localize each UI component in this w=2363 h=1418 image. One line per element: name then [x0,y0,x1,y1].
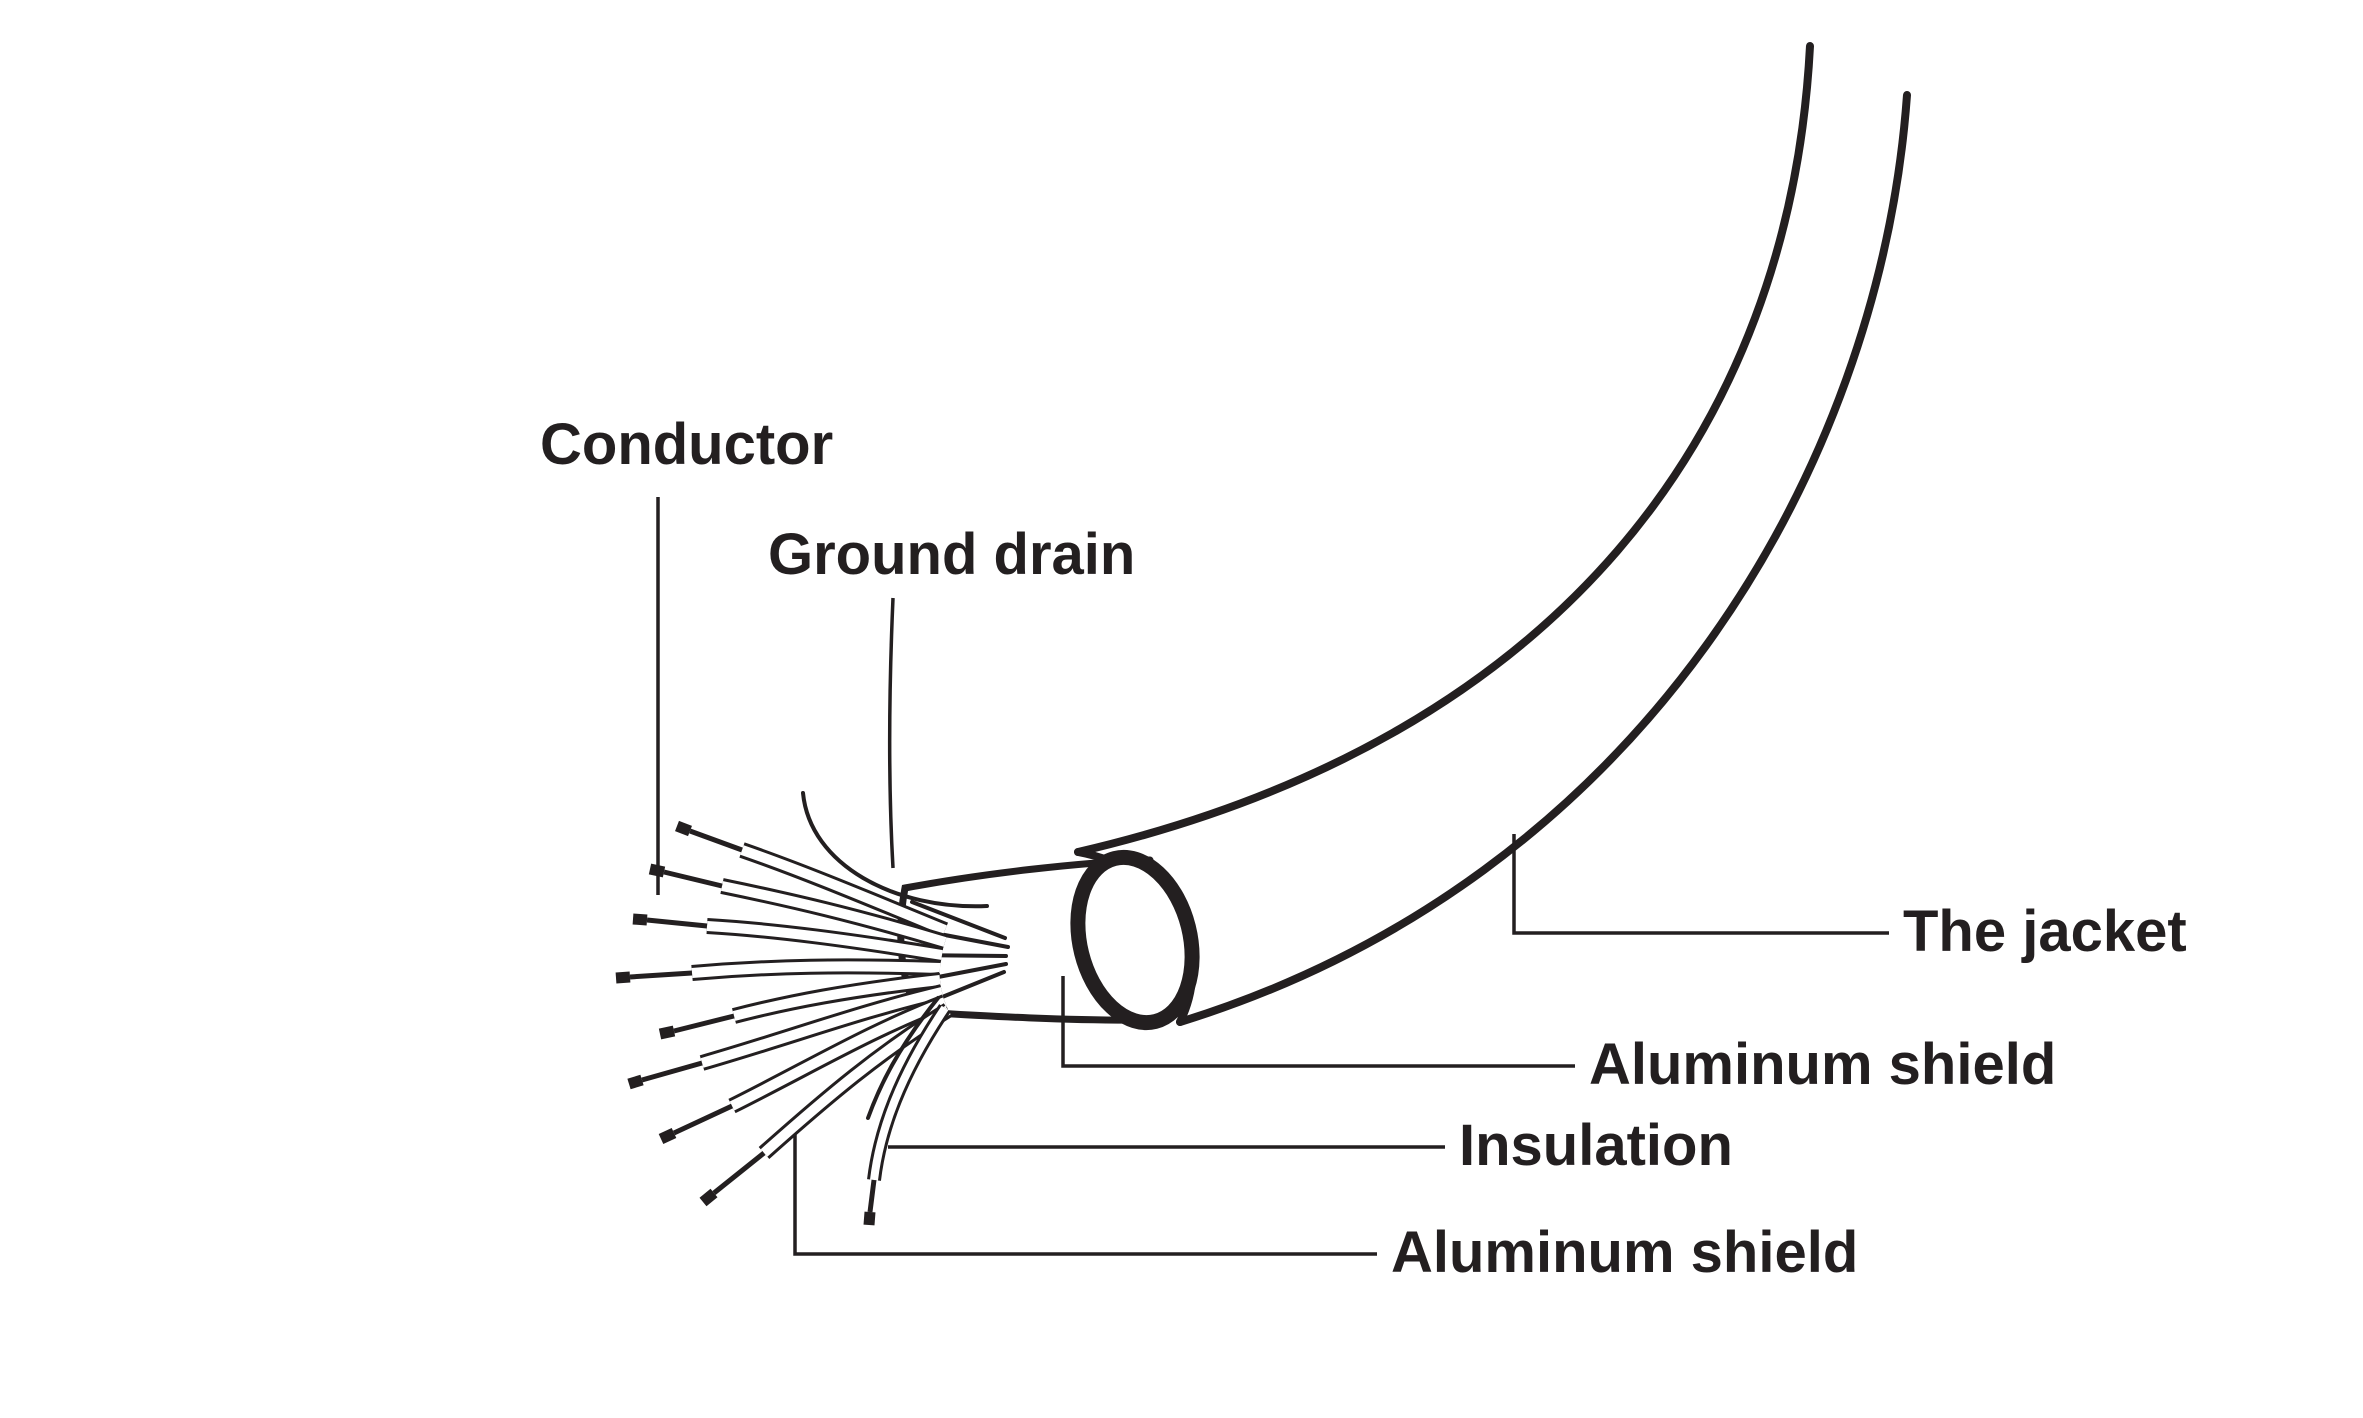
label-conductor: Conductor [540,412,834,477]
leader-lines [656,497,1889,1256]
wire [675,820,949,938]
wire [658,994,948,1144]
jacket-outer-edge [1074,42,1814,856]
label-the-jacket: The jacket [1903,899,2187,964]
wire [632,913,944,963]
wire [615,958,941,984]
shield-end-ring [1070,849,1200,1031]
wire [627,984,944,1090]
jacket-leader [1512,834,1889,935]
wire-fan [615,820,953,1207]
aluminum-shield-pair-leader [793,1134,1377,1256]
jacket-inner-edge [1176,91,1911,1026]
ground-drain-wires [801,791,989,1226]
wire [699,1003,953,1207]
wire [658,972,941,1040]
drain-wire-arc [801,791,989,909]
ground-drain-leader [887,597,895,869]
label-ground-drain: Ground drain [768,522,1136,587]
aluminum-shield-cylinder [897,849,1200,1031]
aluminum-shield-outer-leader [1061,976,1575,1068]
jacket-tube [1074,42,1911,1026]
label-insulation: Insulation [1459,1113,1733,1178]
drain-wire [866,996,940,1120]
label-aluminum-shield-pair: Aluminum shield [1391,1220,1859,1285]
label-aluminum-shield-outer: Aluminum shield [1589,1032,2057,1097]
drooping-wire [863,1004,951,1226]
